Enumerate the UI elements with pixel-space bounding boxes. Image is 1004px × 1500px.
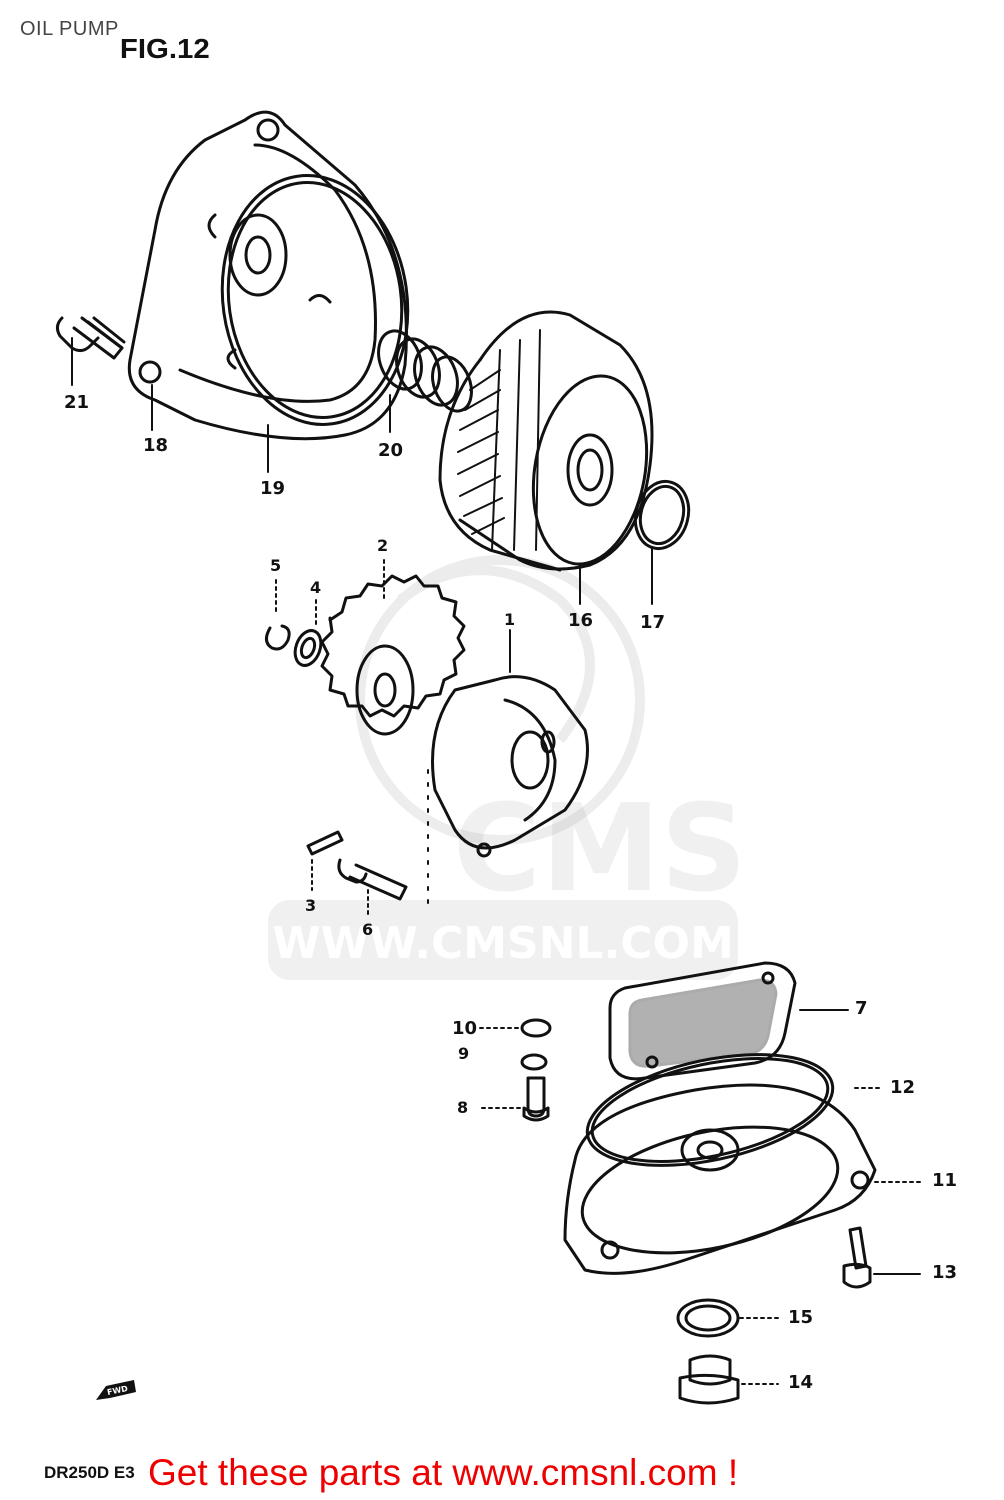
callout-8: 8	[457, 1098, 469, 1117]
callout-2: 2	[377, 536, 389, 555]
callout-18: 18	[143, 435, 169, 456]
callout-12: 12	[890, 1077, 916, 1098]
model-code: DR250D E3	[44, 1463, 135, 1482]
callout-17: 17	[640, 612, 666, 633]
figure-label: FIG.12	[119, 33, 210, 64]
callout-20: 20	[378, 440, 404, 461]
part-4-washer	[293, 629, 323, 667]
callout-21: 21	[64, 392, 90, 413]
callout-4: 4	[310, 578, 322, 597]
callout-6: 6	[362, 920, 374, 939]
part-11-cover	[563, 1083, 877, 1275]
part-12-o-ring	[585, 1053, 835, 1167]
callout-7: 7	[855, 998, 868, 1019]
part-15-washer	[676, 1298, 740, 1338]
part-8-bolt	[522, 1076, 550, 1122]
part-1-pump-body	[431, 675, 589, 858]
callout-9: 9	[458, 1044, 470, 1063]
part-3-dowel-pin	[306, 830, 344, 856]
callout-16: 16	[568, 610, 594, 631]
part-19-o-ring	[220, 174, 410, 426]
fwd-label: FWD	[106, 1384, 129, 1397]
part-17-o-ring	[633, 479, 691, 551]
callout-15: 15	[788, 1307, 814, 1328]
part-13-bolt	[842, 1226, 872, 1289]
part-18-filter-cap	[127, 110, 408, 441]
part-2-pump-gear	[320, 574, 466, 736]
part-10-washer	[520, 1018, 552, 1038]
part-21-bolt	[55, 316, 126, 360]
parts-shop-link[interactable]: Get these parts at www.cmsnl.com !	[148, 1452, 739, 1493]
callout-14: 14	[788, 1372, 814, 1393]
callout-10: 10	[452, 1018, 478, 1039]
part-5-circlip	[265, 624, 291, 651]
callout-3: 3	[305, 896, 317, 915]
part-14-drain-plug	[678, 1354, 740, 1405]
part-9-washer	[520, 1053, 548, 1071]
page-title: OIL PUMP	[20, 18, 119, 40]
part-6-bolt	[337, 858, 408, 901]
callout-13: 13	[932, 1262, 958, 1283]
callout-19: 19	[260, 478, 286, 499]
callout-1: 1	[504, 610, 516, 629]
callout-5: 5	[270, 556, 282, 575]
leader-lines	[71, 337, 923, 1385]
callout-11: 11	[932, 1170, 958, 1191]
forward-arrow-icon: FWD	[96, 1380, 136, 1400]
part-16-oil-filter	[438, 310, 654, 572]
